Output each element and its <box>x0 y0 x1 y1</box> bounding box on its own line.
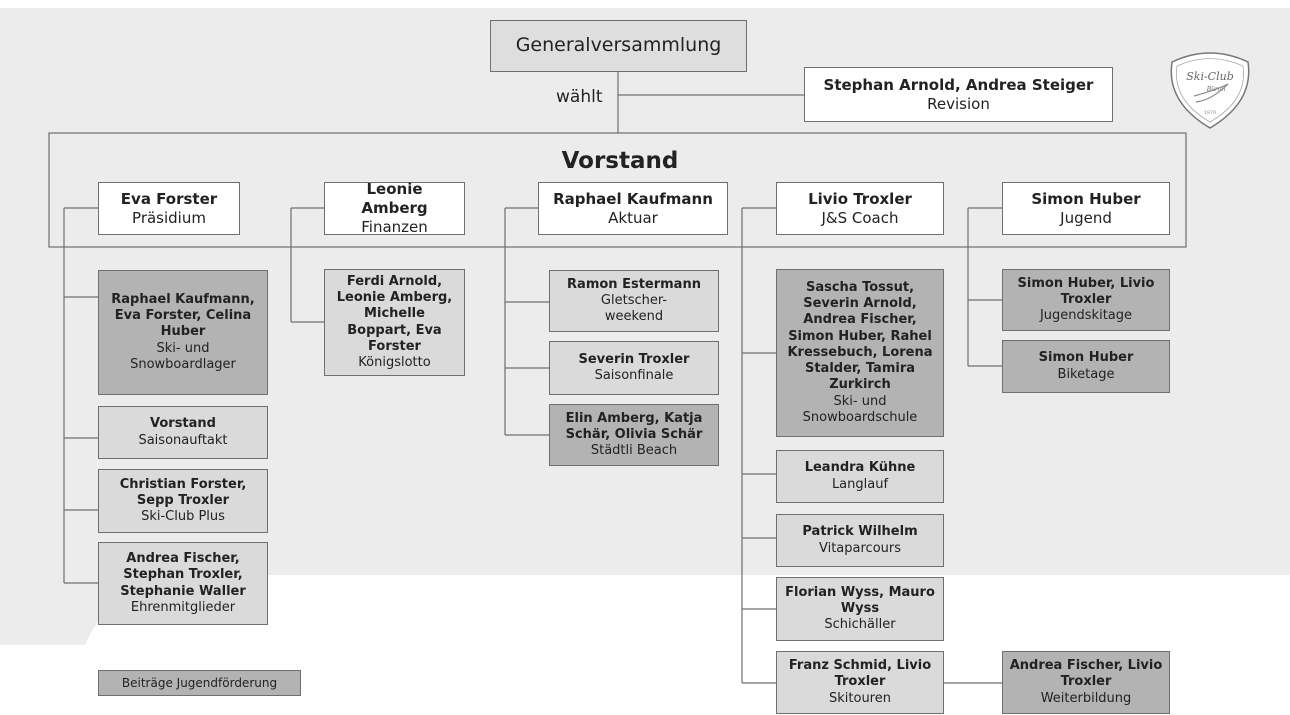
revision-name: Stephan Arnold, Andrea Steiger <box>823 75 1094 94</box>
unit-vitaparcours: Patrick Wilhelm Vitaparcours <box>776 514 944 567</box>
unit-ski-tours: Franz Schmid, Livio Troxler Skitouren <box>776 651 944 714</box>
unit-role: Saisonfinale <box>594 368 674 383</box>
board-member-presidium: Eva Forster Präsidium <box>98 182 240 235</box>
unit-names: Sascha Tossut, Severin Arnold, Andrea Fi… <box>787 279 933 393</box>
unit-ski-snowboard-school: Sascha Tossut, Severin Arnold, Andrea Fi… <box>776 269 944 437</box>
member-role: J&S Coach <box>821 208 899 227</box>
member-role: Finanzen <box>361 217 428 236</box>
legend-label: Beiträge Jugendförderung <box>121 675 278 690</box>
logo-year: 1970 <box>1204 110 1217 116</box>
unit-role: Saisonauftakt <box>138 432 228 448</box>
unit-season-finale: Severin Troxler Saisonfinale <box>549 341 719 395</box>
unit-koenigslotto: Ferdi Arnold, Leonie Amberg, Michelle Bo… <box>324 269 465 376</box>
unit-role: Ehrenmitglieder <box>130 599 236 615</box>
unit-role: Städtli Beach <box>590 443 678 459</box>
unit-names: Severin Troxler <box>578 351 690 367</box>
unit-cross-country: Leandra Kühne Langlauf <box>776 450 944 503</box>
unit-names: Raphael Kaufmann, Eva Forster, Celina Hu… <box>111 291 255 340</box>
unit-further-training: Andrea Fischer, Livio Troxler Weiterbild… <box>1002 651 1170 714</box>
unit-youth-ski-days: Simon Huber, Livio Troxler Jugendskitage <box>1002 269 1170 331</box>
logo-text: Ski-Club <box>1186 70 1234 83</box>
unit-role: Weiterbildung <box>1040 690 1132 706</box>
revision-box: Stephan Arnold, Andrea Steiger Revision <box>804 67 1113 122</box>
board-member-youth: Simon Huber Jugend <box>1002 182 1170 235</box>
unit-names: Simon Huber <box>1038 350 1134 366</box>
member-role: Präsidium <box>132 208 206 227</box>
unit-names: Patrick Wilhelm <box>802 524 918 540</box>
legend-youth-funding: Beiträge Jugendförderung <box>98 670 301 696</box>
board-title: Vorstand <box>561 148 679 174</box>
unit-role: Ski- und Snowboardlager <box>130 340 236 372</box>
board-member-finance: Leonie Amberg Finanzen <box>324 180 465 236</box>
unit-role: Ski- und Snowboardschule <box>802 393 918 425</box>
unit-role: Jugendskitage <box>1039 308 1133 324</box>
unit-names: Christian Forster, Sepp Troxler <box>119 476 247 508</box>
unit-bike-days: Simon Huber Biketage <box>1002 340 1170 393</box>
ski-club-logo: Ski-Club Büron 1970 <box>1170 52 1250 129</box>
unit-role: Königslotto <box>358 355 431 370</box>
unit-names: Florian Wyss, Mauro Wyss <box>785 584 935 616</box>
elects-label: wählt <box>556 87 603 107</box>
unit-role: Skitouren <box>829 690 891 706</box>
member-role: Jugend <box>1060 208 1112 227</box>
unit-schichaeller: Florian Wyss, Mauro Wyss Schichäller <box>776 577 944 641</box>
unit-season-kickoff: Vorstand Saisonauftakt <box>98 406 268 459</box>
unit-names: Ferdi Arnold, Leonie Amberg, Michelle Bo… <box>336 273 453 354</box>
member-name: Leonie Amberg <box>361 180 428 218</box>
member-name: Raphael Kaufmann <box>553 189 713 208</box>
unit-role: Vitaparcours <box>818 540 902 556</box>
unit-ski-snowboard-camp: Raphael Kaufmann, Eva Forster, Celina Hu… <box>98 270 268 395</box>
board-frame <box>48 132 1187 248</box>
unit-ski-club-plus: Christian Forster, Sepp Troxler Ski-Club… <box>98 469 268 533</box>
unit-role: Biketage <box>1057 366 1115 382</box>
unit-names: Franz Schmid, Livio Troxler <box>788 658 932 690</box>
unit-role: Schichäller <box>824 617 896 633</box>
revision-role: Revision <box>927 94 990 113</box>
unit-names: Leandra Kühne <box>804 460 916 476</box>
board-member-coach: Livio Troxler J&S Coach <box>776 182 944 235</box>
unit-staedtli-beach: Elin Amberg, Katja Schär, Olivia Schär S… <box>549 404 719 466</box>
unit-role: Langlauf <box>831 476 889 492</box>
unit-names: Vorstand <box>150 416 216 432</box>
unit-names: Andrea Fischer, Livio Troxler <box>1009 658 1163 690</box>
unit-role: Gletscher-weekend <box>600 292 668 325</box>
unit-honorary-members: Andrea Fischer, Stephan Troxler, Stephan… <box>98 542 268 625</box>
member-name: Eva Forster <box>120 189 218 208</box>
member-name: Simon Huber <box>1031 189 1141 208</box>
unit-names: Ramon Estermann <box>567 276 701 292</box>
member-role: Aktuar <box>608 208 658 227</box>
general-assembly-label: Generalversammlung <box>515 34 722 57</box>
board-member-actuary: Raphael Kaufmann Aktuar <box>538 182 728 235</box>
unit-glacier-weekend: Ramon Estermann Gletscher-weekend <box>549 270 719 332</box>
unit-names: Simon Huber, Livio Troxler <box>1017 275 1155 307</box>
member-name: Livio Troxler <box>808 189 912 208</box>
unit-names: Andrea Fischer, Stephan Troxler, Stephan… <box>120 551 246 599</box>
unit-names: Elin Amberg, Katja Schär, Olivia Schär <box>565 410 703 442</box>
unit-role: Ski-Club Plus <box>141 509 225 525</box>
general-assembly-box: Generalversammlung <box>490 20 747 72</box>
